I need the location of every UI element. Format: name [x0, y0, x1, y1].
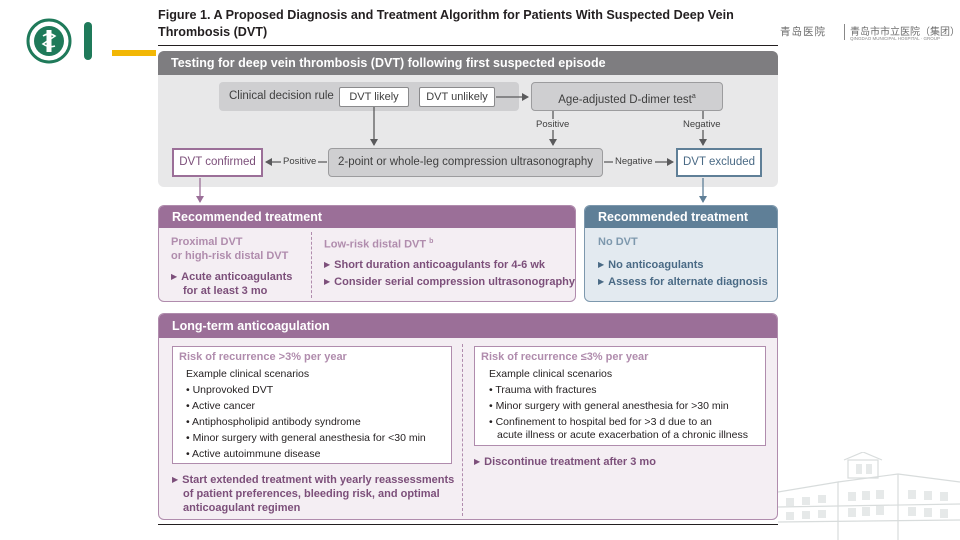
hospital-subtitle: QINGDAO MUNICIPAL HOSPITAL · GROUP · — [850, 36, 943, 41]
no-dvt-heading: No DVT — [598, 236, 638, 248]
triangle-bullet-icon: ▶ — [324, 260, 331, 269]
triangle-bullet-icon: ▶ — [474, 457, 481, 466]
proximal-dvt-heading-1: Proximal DVT — [171, 236, 243, 248]
low-risk-item: • Minor surgery with general anesthesia … — [489, 400, 729, 412]
long-term-divider — [462, 344, 463, 516]
proximal-dvt-bullet-1-cont: for at least 3 mo — [183, 285, 268, 297]
extended-treatment-action-cont-2: anticoagulant regimen — [183, 502, 301, 514]
dvt-unlikely-option: DVT unlikely — [419, 87, 495, 107]
hospital-separator — [844, 24, 845, 40]
recommended-treatment-dvt-title: Recommended treatment — [159, 206, 575, 228]
testing-panel-title: Testing for deep vein thrombosis (DVT) f… — [158, 51, 778, 75]
low-risk-item: • Confinement to hospital bed for >3 d d… — [489, 416, 712, 428]
high-risk-scenarios-box — [172, 346, 452, 464]
low-risk-item-cont: acute illness or acute exacerbation of a… — [497, 429, 748, 441]
high-risk-item: • Minor surgery with general anesthesia … — [186, 432, 426, 444]
edge-label-negative-ultrasound: Negative — [613, 156, 655, 167]
extended-treatment-action: ▶Start extended treatment with yearly re… — [172, 474, 455, 486]
low-risk-distal-heading: Low-risk distal DVT b — [324, 238, 434, 251]
accent-green-bar — [84, 22, 92, 60]
bottom-rule — [158, 524, 778, 525]
building-illustration-icon — [778, 452, 960, 540]
ddimer-test-box: Age-adjusted D-dimer testa — [531, 82, 723, 111]
accent-yellow-bar — [112, 50, 156, 56]
low-risk-recurrence-heading: Risk of recurrence ≤3% per year — [481, 351, 649, 363]
dvt-confirmed-box: DVT confirmed — [172, 148, 263, 177]
low-risk-scenarios-box — [474, 346, 766, 446]
dvt-excluded-box: DVT excluded — [676, 148, 762, 177]
edge-label-positive-ultrasound: Positive — [281, 156, 319, 167]
edge-label-negative-ddimer: Negative — [681, 119, 723, 130]
figure-title: Figure 1. A Proposed Diagnosis and Treat… — [158, 8, 734, 39]
high-risk-item: • Active cancer — [186, 400, 256, 412]
high-risk-item: • Active autoimmune disease — [186, 448, 321, 460]
no-dvt-bullet-2: ▶Assess for alternate diagnosis — [598, 276, 768, 288]
high-risk-subheading: Example clinical scenarios — [186, 368, 310, 380]
low-risk-item: • Trauma with fractures — [489, 384, 597, 396]
recommended-treatment-nodvt-panel: Recommended treatment — [584, 205, 778, 302]
no-dvt-bullet-1: ▶No anticoagulants — [598, 259, 704, 271]
hospital-name-secondary: 青岛市市立医院（集团） — [850, 27, 960, 38]
ddimer-footnote-marker: a — [691, 93, 696, 100]
proximal-dvt-heading-2: or high-risk distal DVT — [171, 250, 289, 262]
clinical-decision-rule-label: Clinical decision rule — [229, 90, 334, 102]
recommended-treatment-nodvt-title: Recommended treatment — [585, 206, 777, 228]
discontinue-treatment-action: ▶Discontinue treatment after 3 mo — [474, 456, 656, 468]
recommended-treatment-dvt-panel: Recommended treatment — [158, 205, 576, 302]
hospital-emblem-icon — [26, 18, 72, 64]
recommended-divider — [311, 232, 312, 298]
low-risk-bullet-1: ▶Short duration anticoagulants for 4-6 w… — [324, 259, 546, 271]
long-term-anticoagulation-title: Long-term anticoagulation — [159, 314, 777, 338]
high-risk-heading: Risk of recurrence >3% per year — [179, 351, 347, 363]
triangle-bullet-icon: ▶ — [171, 272, 178, 281]
triangle-bullet-icon: ▶ — [172, 475, 179, 484]
ddimer-test-label: Age-adjusted D-dimer test — [558, 93, 692, 106]
high-risk-item: • Unprovoked DVT — [186, 384, 274, 396]
edge-label-positive-ddimer: Positive — [534, 119, 572, 130]
extended-treatment-action-cont-1: of patient preferences, bleeding risk, a… — [183, 488, 440, 500]
triangle-bullet-icon: ▶ — [598, 260, 605, 269]
high-risk-item: • Antiphospholipid antibody syndrome — [186, 416, 361, 428]
triangle-bullet-icon: ▶ — [598, 277, 605, 286]
title-rule — [158, 45, 778, 46]
low-risk-subheading: Example clinical scenarios — [489, 368, 613, 380]
low-risk-bullet-2: ▶Consider serial compression ultrasonogr… — [324, 276, 575, 288]
dvt-likely-option: DVT likely — [339, 87, 409, 107]
hospital-name: 青岛医院 — [780, 26, 826, 38]
proximal-dvt-bullet-1: ▶Acute anticoagulants — [171, 271, 293, 283]
triangle-bullet-icon: ▶ — [324, 277, 331, 286]
ultrasonography-box: 2-point or whole-leg compression ultraso… — [328, 148, 603, 177]
low-risk-footnote-marker: b — [429, 238, 434, 245]
